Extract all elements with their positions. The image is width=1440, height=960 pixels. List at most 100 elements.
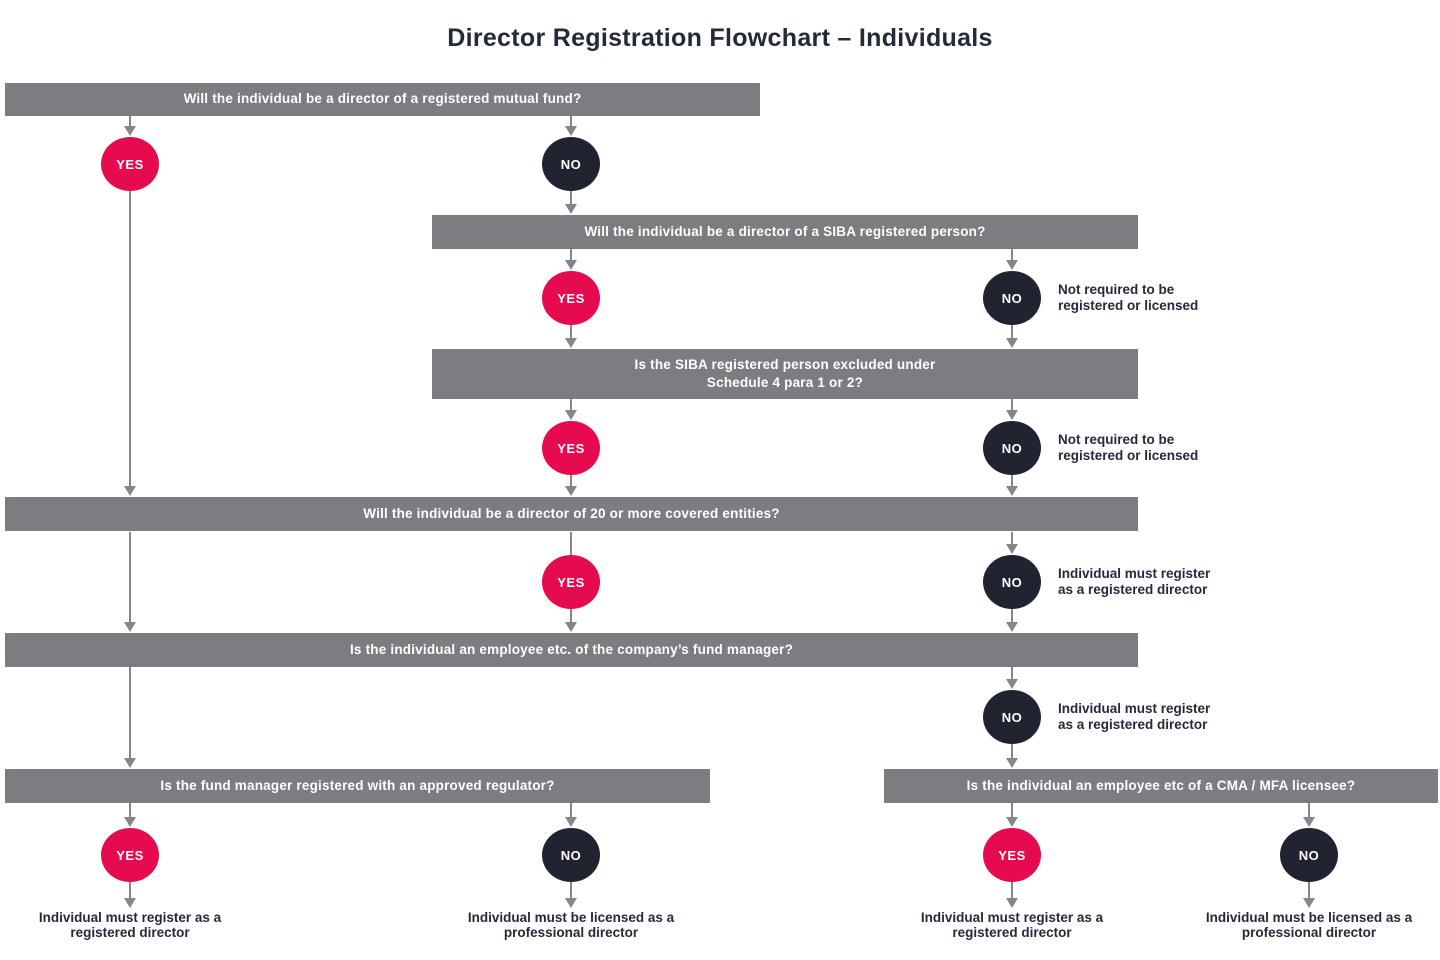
- no-label: NO: [1001, 574, 1023, 590]
- connector-line: [1011, 744, 1013, 759]
- outcome-line1: Individual must be licensed as a: [1205, 910, 1413, 925]
- note-not-required-1: Not required to be registered or license…: [1058, 282, 1198, 314]
- question-text: Will the individual be a director of a S…: [584, 223, 986, 239]
- connector-arrowhead: [1006, 679, 1018, 689]
- outcome-line2: registered director: [70, 925, 190, 940]
- connector-line: [129, 803, 131, 818]
- outcome-line2: professional director: [503, 925, 639, 940]
- connector-arrowhead: [124, 486, 136, 496]
- connector-line: [570, 882, 572, 899]
- question-mutual-fund: Will the individual be a director of a r…: [5, 83, 760, 116]
- connector-line: [570, 475, 572, 487]
- question-siba-person: Will the individual be a director of a S…: [432, 215, 1138, 249]
- note-not-required-2: Not required to be registered or license…: [1058, 432, 1198, 464]
- connector-arrowhead: [1006, 486, 1018, 496]
- question-text: Is the fund manager registered with an a…: [160, 777, 555, 793]
- connector-arrowhead: [124, 898, 136, 908]
- connector-line: [129, 882, 131, 899]
- connector-arrowhead: [565, 204, 577, 214]
- question-text: Is the individual an employee etc. of th…: [349, 641, 794, 657]
- note-line2: as a registered director: [1058, 582, 1208, 597]
- outcome-professional-director-left: Individual must be licensed as a profess…: [431, 910, 711, 940]
- connector-line: [570, 399, 572, 411]
- yes-circle-approved-regulator: YES: [101, 828, 159, 882]
- connector-line: [570, 325, 572, 339]
- note-line2: registered or licensed: [1058, 298, 1199, 313]
- yes-circle-cma-mfa: YES: [983, 828, 1041, 882]
- yes-label: YES: [998, 847, 1026, 863]
- note-line2: registered or licensed: [1058, 448, 1199, 463]
- connector-line: [1011, 803, 1013, 818]
- connector-line: [1011, 475, 1013, 487]
- connector-arrowhead: [1006, 898, 1018, 908]
- note-line1: Not required to be: [1058, 432, 1175, 447]
- connector-line: [570, 191, 572, 205]
- connector-arrowhead: [565, 898, 577, 908]
- connector-arrowhead: [124, 758, 136, 768]
- connector-arrowhead: [1303, 817, 1315, 827]
- question-approved-regulator: Is the fund manager registered with an a…: [5, 769, 710, 803]
- connector-line: [1011, 667, 1013, 680]
- yes-label: YES: [557, 440, 585, 456]
- connector-line: [1308, 882, 1310, 899]
- connector-arrowhead: [1006, 758, 1018, 768]
- note-line1: Not required to be: [1058, 282, 1175, 297]
- connector-line: [570, 803, 572, 818]
- connector-arrowhead: [565, 126, 577, 136]
- yes-circle-siba-person: YES: [542, 271, 600, 325]
- question-cma-mfa-licensee: Is the individual an employee etc of a C…: [884, 769, 1438, 803]
- connector-arrowhead: [565, 410, 577, 420]
- connector-line: [1011, 325, 1013, 339]
- connector-arrowhead: [124, 126, 136, 136]
- question-text: Will the individual be a director of a r…: [183, 91, 582, 107]
- connector-line: [129, 532, 131, 623]
- connector-arrowhead: [1006, 544, 1018, 554]
- outcome-line1: Individual must register as a: [38, 910, 222, 925]
- connector-line: [1011, 882, 1013, 899]
- connector-line: [1011, 532, 1013, 545]
- yes-circle-mutual-fund: YES: [101, 137, 159, 191]
- connector-line: [570, 249, 572, 261]
- connector-line: [129, 116, 131, 127]
- connector-line: [1011, 399, 1013, 411]
- connector-arrowhead: [565, 622, 577, 632]
- question-text-line1: Is the SIBA registered person excluded u…: [634, 356, 936, 372]
- no-circle-siba-person: NO: [983, 271, 1041, 325]
- no-circle-fund-manager-employee: NO: [983, 690, 1041, 744]
- no-circle-20-entities: NO: [983, 555, 1041, 609]
- connector-line: [570, 116, 572, 127]
- outcome-registered-director-right: Individual must register as a registered…: [872, 910, 1152, 940]
- outcome-line1: Individual must register as a: [920, 910, 1104, 925]
- connector-arrowhead: [124, 622, 136, 632]
- note-line2: as a registered director: [1058, 717, 1208, 732]
- no-label: NO: [1001, 440, 1023, 456]
- connector-arrowhead: [565, 486, 577, 496]
- yes-label: YES: [116, 847, 144, 863]
- question-fund-manager-employee: Is the individual an employee etc. of th…: [5, 633, 1138, 667]
- outcome-professional-director-right: Individual must be licensed as a profess…: [1169, 910, 1440, 940]
- note-line1: Individual must register: [1058, 701, 1211, 716]
- question-schedule4-exclusion: Is the SIBA registered person excluded u…: [432, 349, 1138, 399]
- yes-label: YES: [557, 290, 585, 306]
- outcome-line1: Individual must be licensed as a: [467, 910, 675, 925]
- connector-arrowhead: [1006, 817, 1018, 827]
- question-20-covered-entities: Will the individual be a director of 20 …: [5, 497, 1138, 531]
- connector-line: [1011, 249, 1013, 261]
- question-text-line2: Schedule 4 para 1 or 2?: [706, 375, 864, 390]
- yes-circle-schedule4: YES: [542, 421, 600, 475]
- no-label: NO: [1001, 709, 1023, 725]
- no-label: NO: [560, 847, 582, 863]
- no-label: NO: [1298, 847, 1320, 863]
- no-circle-schedule4: NO: [983, 421, 1041, 475]
- outcome-line2: professional director: [1241, 925, 1377, 940]
- question-text: Is the individual an employee etc of a C…: [966, 777, 1356, 793]
- connector-arrowhead: [1006, 410, 1018, 420]
- no-label: NO: [1001, 290, 1023, 306]
- connector-arrowhead: [1006, 260, 1018, 270]
- connector-arrowhead: [565, 260, 577, 270]
- connector-line: [1011, 609, 1013, 623]
- yes-label: YES: [116, 156, 144, 172]
- connector-arrowhead: [1303, 898, 1315, 908]
- note-must-register-1: Individual must register as a registered…: [1058, 566, 1210, 598]
